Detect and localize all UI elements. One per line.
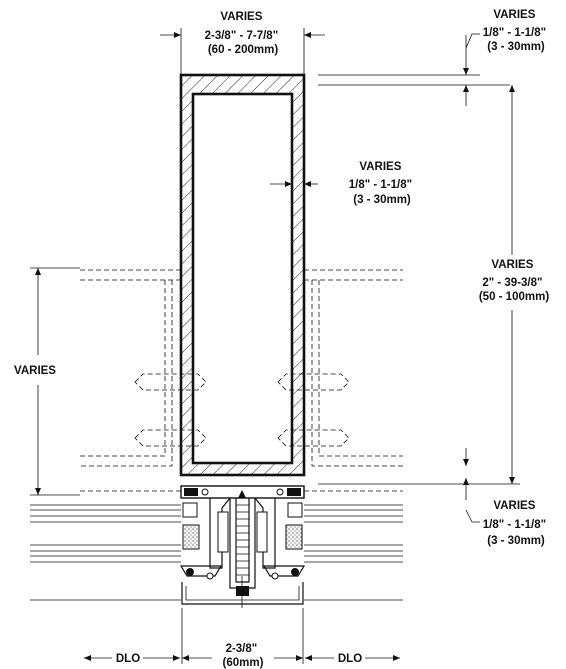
top-width-dimension [160,28,325,75]
top-width-label: VARIES 2-3/8" - 7-7/8" (60 - 200mm) [205,11,282,56]
wall-thickness-label: VARIES 1/8" - 1-1/8" (3 - 30mm) [349,161,416,206]
dlo-right-label: DLO [338,653,362,665]
dlo-left-label: DLO [116,653,140,665]
top-gap-label: VARIES 1/8" - 1-1/8" (3 - 30mm) [483,9,550,53]
mullion-box [179,73,306,477]
bottom-width-dimension [181,608,304,664]
top-gap-dimension [463,33,480,106]
left-varies-label: VARIES [14,365,56,377]
bottom-gap-dimension [463,448,480,523]
left-dimension [30,267,80,496]
bottom-width-label: 2-3/8" (60mm) [223,643,264,669]
top-reference-lines [318,74,510,86]
depth-label: VARIES 2" - 39-3/8" (50 - 100mm) [479,259,549,303]
glazing-lines [30,504,403,601]
slab-outline [80,269,403,492]
anchor-bolts [134,373,350,447]
mullion-extrusion [179,485,306,608]
depth-dimension [318,85,520,485]
bottom-gap-label: VARIES 1/8" - 1-1/8" (3 - 30mm) [483,500,550,547]
